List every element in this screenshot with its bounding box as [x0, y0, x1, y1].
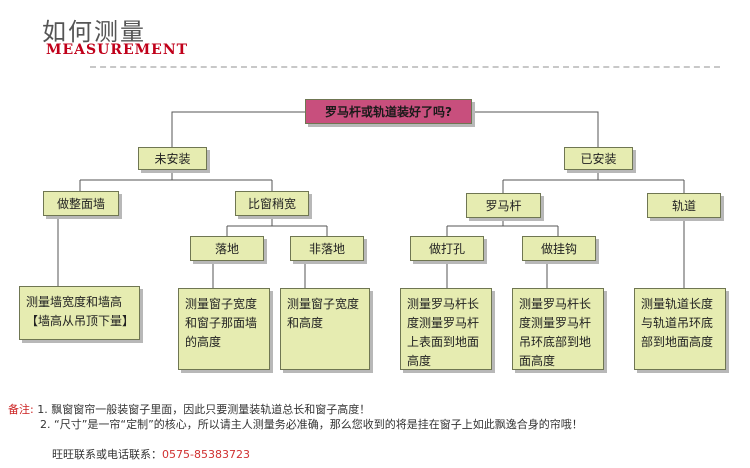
node-floor: 落地	[190, 236, 264, 261]
leaf-measure-wall: 测量墙宽度和墙高【墙高从吊顶下量】	[19, 286, 140, 340]
note-line-2: 2. “尺寸”是一帘“定制”的核心，所以请主人测量务必准确，那么您收到的将是挂在…	[40, 418, 583, 431]
node-hang-hook: 做挂钩	[522, 236, 596, 261]
node-root-question: 罗马杆或轨道装好了吗?	[305, 99, 472, 124]
contact-phone: 0575-85383723	[162, 448, 250, 461]
notes-label: 备注:	[8, 403, 34, 416]
contact-line: 旺旺联系或电话联系：0575-85383723	[52, 446, 250, 462]
leaf-measure-track: 测量轨道长度与轨道吊环底部到地面高度	[634, 288, 726, 370]
page-title: 如何测量	[42, 18, 146, 46]
leaf-measure-window-nonfloor: 测量窗子宽度和高度	[280, 288, 370, 370]
page-subtitle: MEASUREMENT	[46, 42, 189, 58]
node-flush-wall: 做整面墙	[43, 191, 119, 216]
contact-label: 旺旺联系或电话联系：	[52, 448, 162, 461]
connector	[171, 111, 305, 147]
connector	[472, 111, 599, 147]
leaf-measure-window-floor: 测量窗子宽度和窗子那面墙的高度	[178, 288, 270, 370]
node-not-installed: 未安装	[138, 147, 207, 170]
dashed-divider	[90, 66, 720, 68]
note-line-1: 1. 飘窗窗帘一般装窗子里面，因此只要测量装轨道总长和窗子高度！	[37, 403, 371, 416]
leaf-measure-rod-hole: 测量罗马杆长度测量罗马杆上表面到地面高度	[400, 288, 492, 370]
node-roman-rod: 罗马杆	[466, 193, 541, 218]
notes-block: 备注: 1. 飘窗窗帘一般装窗子里面，因此只要测量装轨道总长和窗子高度！ 2. …	[8, 402, 583, 432]
leaf-measure-rod-hook: 测量罗马杆长度测量罗马杆吊环底部到地面高度	[512, 288, 604, 370]
node-installed: 已安装	[564, 147, 633, 170]
node-punch-hole: 做打孔	[410, 236, 484, 261]
node-track: 轨道	[647, 193, 721, 218]
node-wider-than-window: 比窗稍宽	[235, 191, 309, 216]
node-non-floor: 非落地	[290, 236, 364, 261]
